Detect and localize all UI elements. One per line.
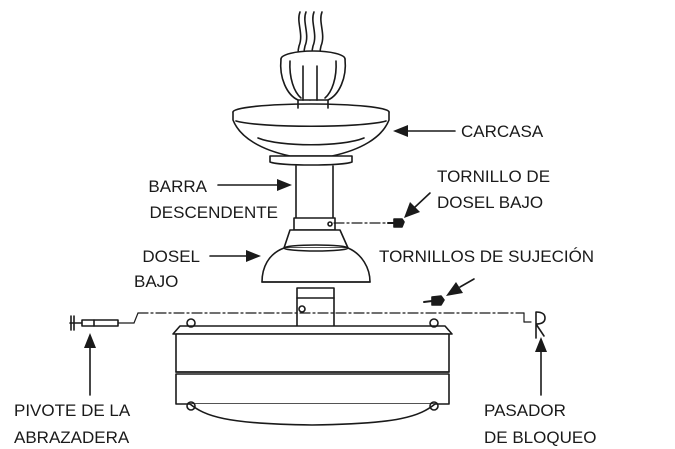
hanger-ball: [279, 50, 347, 101]
label-pivote-line2: ABRAZADERA: [14, 428, 130, 447]
pivot-bracket-connector: [117, 312, 532, 324]
arrow-pivote: [84, 333, 96, 396]
label-barra-line2: DESCENDENTE: [150, 203, 278, 222]
label-tornillos-sujecion: TORNILLOS DE SUJECIÓN: [379, 247, 594, 266]
assembly-guide-lines: [137, 222, 525, 314]
label-tornillo-line1: TORNILLO DE: [437, 167, 550, 186]
locking-pin: [535, 311, 546, 339]
arrow-tornillo: [404, 192, 431, 218]
mounting-screw: [423, 295, 445, 306]
label-dosel-line1: DOSEL: [142, 247, 200, 266]
label-tornillo-line2: DOSEL BAJO: [437, 193, 543, 212]
arrow-carcasa: [393, 125, 456, 137]
label-pasador-line2: DE BLOQUEO: [484, 428, 596, 447]
pivot-bracket: [69, 315, 119, 331]
label-dosel-line2: BAJO: [134, 272, 178, 291]
downrod-lower: [296, 287, 335, 329]
canopy-screw: [387, 218, 405, 228]
housing: [232, 99, 390, 166]
label-barra-line1: BARRA: [148, 177, 207, 196]
label-pasador-line1: PASADOR: [484, 401, 566, 420]
lower-canopy: [261, 229, 371, 283]
label-pivote-line1: PIVOTE DE LA: [14, 401, 131, 420]
arrow-pasador: [535, 337, 547, 396]
motor-housing: [172, 318, 453, 426]
arrow-barra: [217, 179, 292, 191]
arrow-tornillos-sujecion: [446, 278, 475, 296]
label-carcasa: CARCASA: [461, 122, 544, 141]
arrow-dosel: [209, 250, 261, 262]
downrod: [293, 165, 336, 231]
